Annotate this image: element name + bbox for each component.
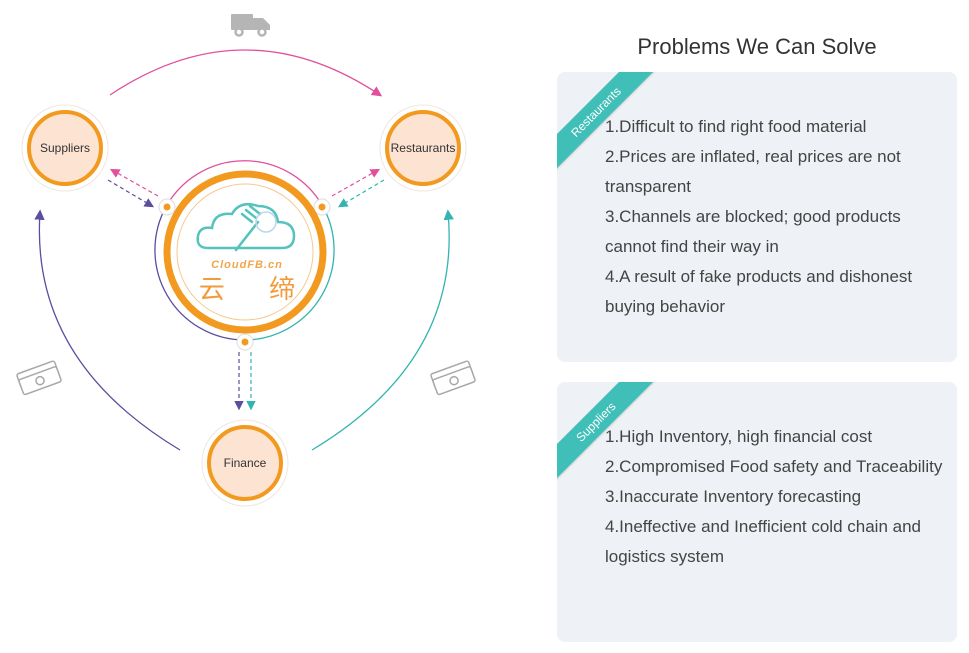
inner-ring-purple bbox=[154, 204, 246, 341]
suppliers-problems-list: 1.High Inventory, high financial cost 2.… bbox=[605, 422, 950, 572]
money-stack-icon bbox=[16, 360, 62, 396]
brand-center: CloudFB.cn 云 缔 bbox=[163, 170, 327, 334]
node-restaurants-label: Restaurants bbox=[391, 141, 456, 155]
dash-arrow-from-restaurants bbox=[337, 179, 385, 208]
list-item: 2.Compromised Food safety and Traceabili… bbox=[605, 457, 943, 476]
list-item: 1.High Inventory, high financial cost bbox=[605, 427, 873, 446]
node-suppliers: Suppliers bbox=[21, 104, 109, 192]
cloud-fork-logo-icon bbox=[196, 203, 296, 252]
money-stack-icon bbox=[430, 360, 476, 396]
node-finance: Finance bbox=[201, 419, 289, 507]
dash-arrow-from-suppliers bbox=[107, 179, 155, 208]
suppliers-problems-card: Suppliers 1.High Inventory, high financi… bbox=[557, 382, 957, 642]
arc-finance-to-suppliers bbox=[34, 209, 181, 451]
restaurants-problems-card: Restaurants 1.Difficult to find right fo… bbox=[557, 72, 957, 362]
node-suppliers-label: Suppliers bbox=[40, 141, 90, 155]
arc-finance-to-restaurants bbox=[311, 209, 454, 451]
connector-dot bbox=[236, 333, 254, 351]
dash-arrow-to-restaurants bbox=[331, 168, 381, 197]
arc-suppliers-to-restaurants bbox=[109, 49, 383, 97]
connector-dot bbox=[313, 198, 331, 216]
truck-icon bbox=[231, 14, 270, 37]
dash-arrow-to-suppliers bbox=[109, 168, 159, 197]
list-item: 3.Channels are blocked; good products ca… bbox=[605, 207, 901, 256]
supply-chain-diagram: CloudFB.cn 云 缔 Suppliers Restaurants Fin… bbox=[16, 14, 476, 507]
inner-ring-teal bbox=[244, 204, 335, 341]
brand-logo-text: CloudFB.cn bbox=[211, 259, 283, 271]
inner-ring-pink bbox=[166, 160, 323, 206]
problems-heading: Problems We Can Solve bbox=[637, 34, 877, 59]
restaurants-problems-list: 1.Difficult to find right food material … bbox=[605, 112, 950, 322]
list-item: 4.A result of fake products and dishones… bbox=[605, 267, 913, 316]
list-item: 4.Ineffective and Inefficient cold chain… bbox=[605, 517, 921, 566]
connector-dot bbox=[158, 198, 176, 216]
brand-chinese-name: 云 缔 bbox=[199, 275, 313, 305]
list-item: 1.Difficult to find right food material bbox=[605, 117, 867, 136]
list-item: 2.Prices are inflated, real prices are n… bbox=[605, 147, 901, 196]
node-finance-label: Finance bbox=[224, 456, 267, 470]
node-restaurants: Restaurants bbox=[379, 104, 467, 192]
list-item: 3.Inaccurate Inventory forecasting bbox=[605, 487, 862, 506]
